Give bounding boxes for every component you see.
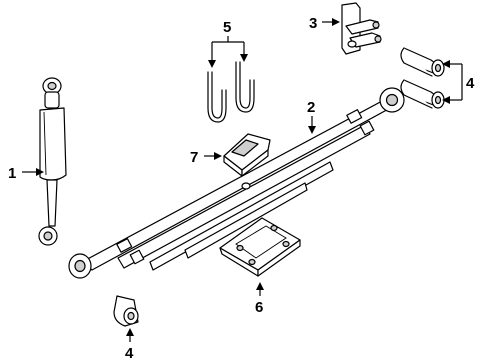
spring-spacer	[223, 133, 271, 177]
callout-1: 1	[8, 165, 16, 182]
bushing-upper-pair	[400, 47, 445, 109]
leader-2	[308, 116, 316, 134]
shock-absorber	[38, 77, 67, 246]
callout-2: 2	[307, 99, 315, 116]
spring-plate	[219, 217, 301, 277]
shackle	[341, 2, 382, 55]
leader-4-upper	[442, 60, 463, 104]
leaf-spring	[68, 87, 405, 279]
callout-5: 5	[223, 19, 231, 36]
callout-4-lower: 4	[125, 345, 134, 360]
bushing-lower	[113, 295, 139, 327]
leader-7	[204, 152, 222, 160]
callout-4-upper: 4	[466, 75, 475, 92]
callout-3: 3	[309, 15, 317, 32]
leader-4-lower	[126, 328, 134, 342]
leader-6	[256, 282, 264, 296]
callout-6: 6	[255, 299, 263, 316]
leader-3	[322, 18, 340, 26]
leader-1	[22, 168, 44, 176]
callout-7: 7	[190, 149, 198, 166]
u-bolts	[207, 61, 255, 123]
leader-5	[208, 36, 248, 68]
